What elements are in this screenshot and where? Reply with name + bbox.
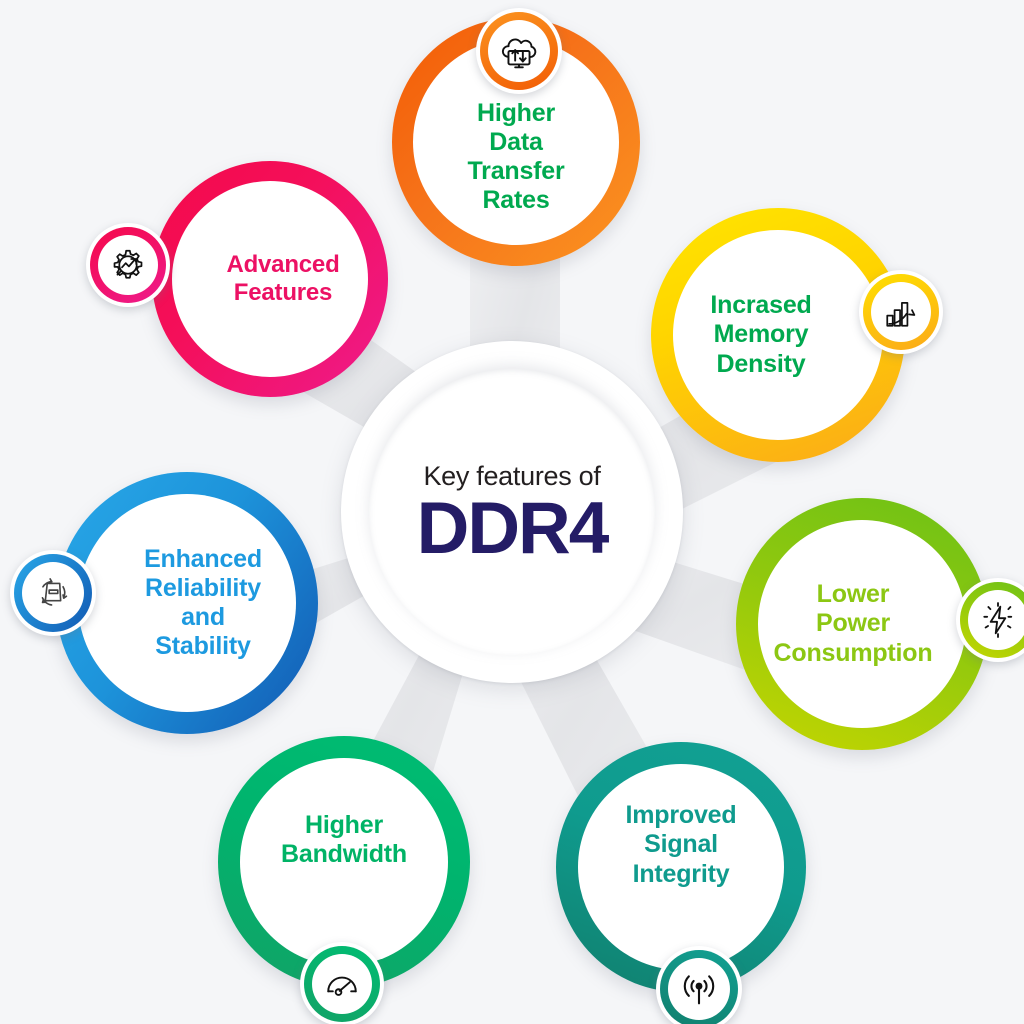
node-label: Higher Data Transfer Rates (467, 98, 565, 215)
node-label: Lower Power Consumption (773, 580, 933, 667)
signal-antenna-icon (683, 975, 715, 1005)
node-enhanced-reliability-and-stability[interactable]: Enhanced Reliability and Stability (10, 472, 318, 734)
node-label: Advanced Features (226, 250, 340, 306)
badge-signal-antenna[interactable] (656, 946, 742, 1024)
center-hub-inner: Key features of DDR4 (369, 369, 655, 655)
node-face (673, 230, 883, 440)
node-higher-data-transfer-rates[interactable]: Higher Data Transfer Rates (392, 8, 640, 266)
node-face (172, 181, 368, 377)
badge-gear-growth[interactable] (86, 223, 170, 307)
node-label: Higher Bandwidth (281, 810, 407, 868)
node-label: Improved Signal Integrity (625, 801, 737, 888)
node-face (578, 764, 784, 970)
node-face (758, 520, 966, 728)
badge-lightning-bolt[interactable] (956, 578, 1024, 662)
node-label: Incrased Memory Density (710, 291, 812, 378)
node-lower-power-consumption[interactable]: Lower Power Consumption (736, 498, 1024, 750)
badge-memory-recycle[interactable] (10, 550, 96, 636)
badge-speedometer[interactable] (300, 942, 384, 1024)
badge-cloud-data-transfer[interactable] (476, 8, 562, 94)
node-incrased-memory-density[interactable]: Incrased Memory Density (651, 208, 943, 462)
node-label: Enhanced Reliability and Stability (144, 544, 262, 661)
lightning-bolt-icon (983, 602, 1013, 638)
badge-bar-chart-growth[interactable] (859, 270, 943, 354)
speedometer-icon (327, 976, 357, 996)
memory-recycle-icon (41, 578, 68, 606)
node-advanced-features[interactable]: Advanced Features (86, 161, 388, 397)
node-face (240, 758, 448, 966)
cloud-data-transfer-icon (501, 38, 537, 69)
gear-growth-icon (113, 249, 143, 279)
node-higher-bandwidth[interactable]: Higher Bandwidth (218, 736, 470, 1024)
center-hub: Key features of DDR4 (341, 341, 683, 683)
node-improved-signal-integrity[interactable]: Improved Signal Integrity (556, 742, 806, 1024)
center-kicker: Key features of (423, 460, 601, 491)
center-title: DDR4 (416, 487, 610, 569)
node-face (78, 494, 296, 712)
bar-chart-growth-icon (886, 301, 916, 327)
